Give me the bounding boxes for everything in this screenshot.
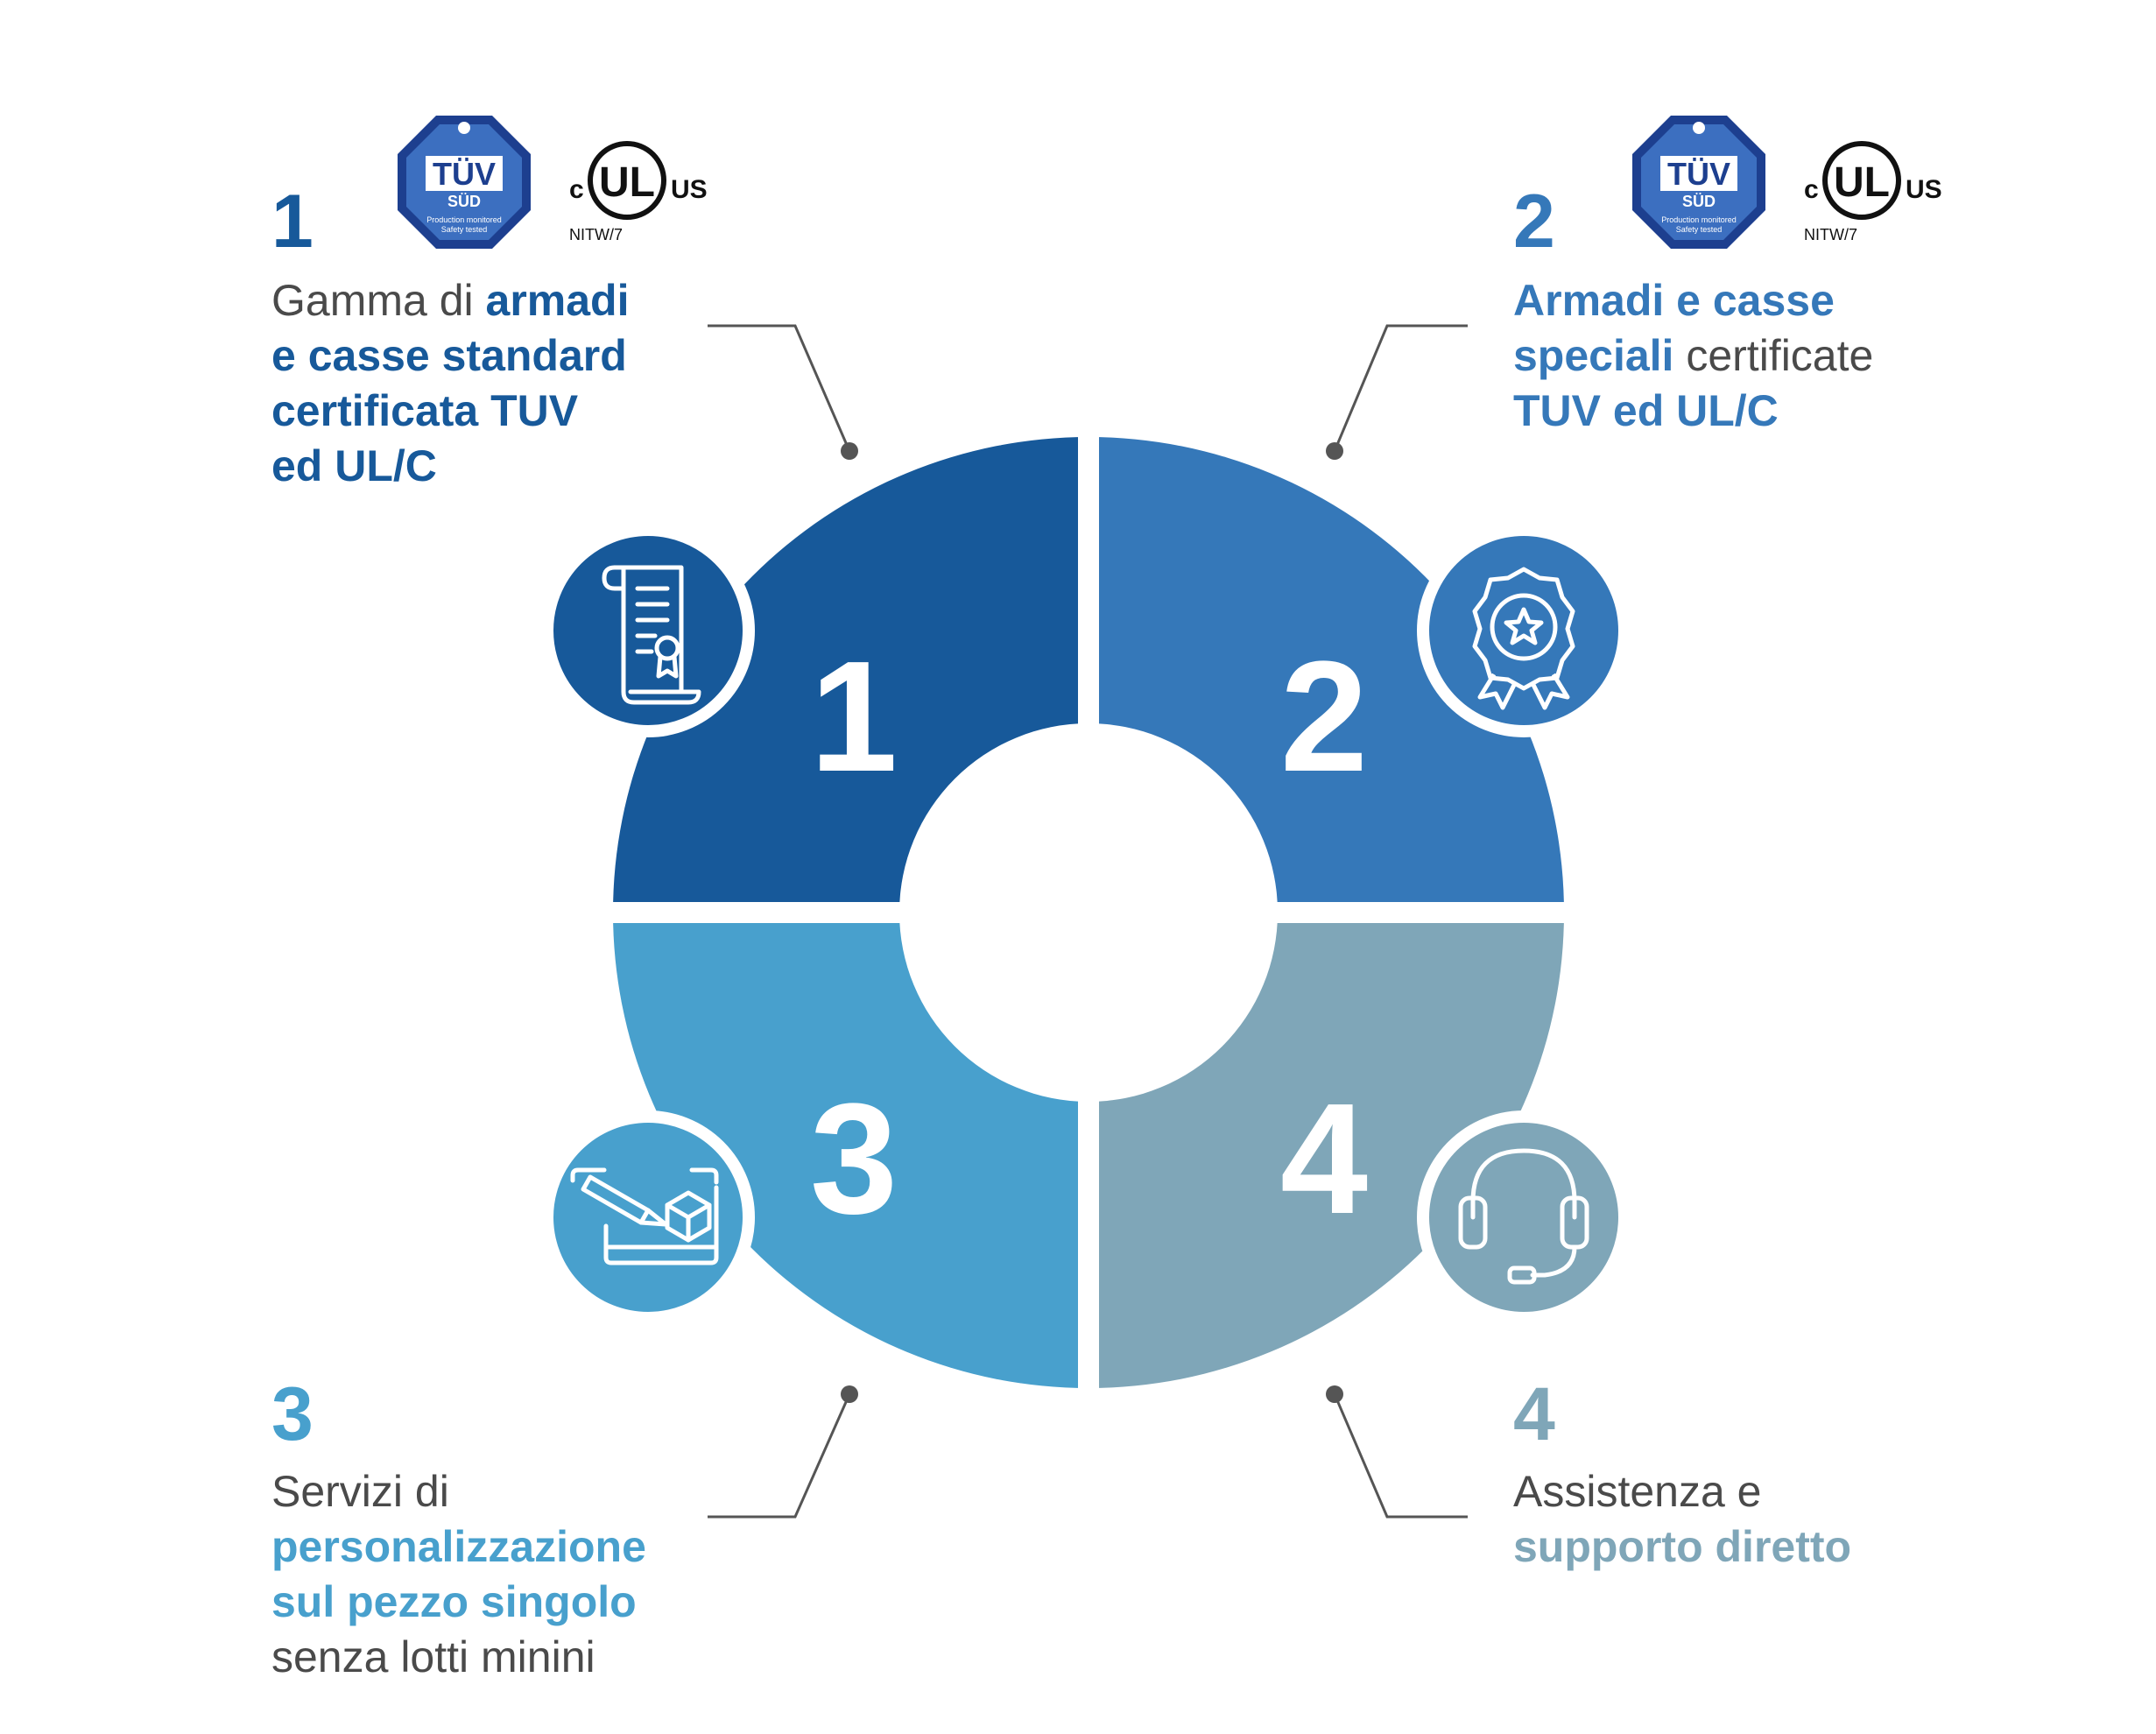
tuv-sud-logo: TÜV SÜD Production monitored Safety test… [1632,116,1765,249]
svg-text:US: US [1906,175,1942,204]
callout-line: speciali certificate [1513,328,1873,384]
svg-text:c: c [1804,175,1819,204]
callout-line: certificata TUV [271,384,629,439]
segment-3 [613,913,1089,1388]
leader-dot-4 [1326,1385,1343,1403]
svg-text:Safety tested: Safety tested [441,225,488,234]
leader-lines [708,324,1468,1519]
svg-text:UL: UL [599,159,655,206]
leader-dot-1 [841,442,858,460]
highlight-text: speciali [1513,331,1674,380]
svg-text:UL: UL [1834,159,1890,206]
segment-number-3: 3 [810,1071,898,1247]
certification-badges-2: TÜV SÜD Production monitored Safety test… [1632,116,1942,249]
callout-line: e casse standard [271,328,629,384]
headset-icon [1458,1148,1589,1285]
svg-text:US: US [671,175,708,204]
svg-text:c: c [569,175,584,204]
award-ribbon-icon [1472,567,1575,710]
highlight-text: Armadi e casse [1513,276,1835,325]
design-tablet-icon [570,1167,719,1265]
ul-logo: c UL US NITW/7 [1804,141,1942,243]
callout-line: Gamma di armadi [271,273,629,328]
segment-number-1: 1 [810,629,898,805]
svg-text:TÜV: TÜV [1667,156,1730,192]
plain-text: Servizi di [271,1467,449,1516]
callout-line: ed UL/C [271,439,629,494]
callout-text-4: Assistenza e supporto diretto [1513,1464,1851,1575]
certificate-scroll-icon [602,565,701,705]
svg-text:NITW/7: NITW/7 [1804,226,1857,243]
highlight-text: supporto diretto [1513,1522,1852,1571]
callout-text-3: Servizi di personalizzazione sul pezzo sin… [271,1464,646,1685]
svg-text:NITW/7: NITW/7 [569,226,623,243]
segment-4 [1089,913,1564,1388]
callout-number-1: 1 [271,180,314,264]
leader-dot-2 [1326,442,1343,460]
callout-line: Assistenza e [1513,1464,1851,1519]
plain-text: senza lotti minini [271,1632,595,1681]
callout-line: Armadi e casse [1513,273,1873,328]
highlight-text: personalizzazione [271,1522,646,1571]
callout-number-2: 2 [1513,180,1555,264]
highlight-text: e casse standard [271,331,627,380]
svg-text:SÜD: SÜD [1682,193,1716,210]
callout-line: senza lotti minini [271,1630,646,1685]
plain-text: certificate [1673,331,1874,380]
segment-number-4: 4 [1280,1071,1368,1247]
callout-line: supporto diretto [1513,1519,1851,1575]
highlight-text: sul pezzo singolo [271,1577,637,1626]
certification-badges-1: TÜV SÜD Production monitored Safety test… [398,116,708,249]
svg-text:SÜD: SÜD [447,193,481,210]
leader-dot-3 [841,1385,858,1403]
tuv-sud-logo: TÜV SÜD Production monitored Safety test… [398,116,531,249]
svg-text:TÜV: TÜV [433,156,496,192]
segment-2 [1089,437,1564,913]
callout-line: TUV ed UL/C [1513,384,1873,439]
segment-number-2: 2 [1280,629,1368,805]
plain-text: Gamma di [271,276,486,325]
ul-logo: c UL US NITW/7 [569,141,708,243]
callout-number-4: 4 [1513,1372,1555,1456]
plain-text: Assistenza e [1513,1467,1762,1516]
svg-text:Production monitored: Production monitored [1661,215,1737,224]
segment-1 [613,437,1089,913]
highlight-text: armadi [485,276,630,325]
highlight-text: TUV ed UL/C [1513,386,1779,435]
callout-number-3: 3 [271,1372,314,1456]
callout-line: Servizi di [271,1464,646,1519]
callout-line: personalizzazione [271,1519,646,1575]
highlight-text: certificata TUV [271,386,579,435]
callout-line: sul pezzo singolo [271,1575,646,1630]
highlight-text: ed UL/C [271,441,437,490]
svg-text:Safety tested: Safety tested [1676,225,1723,234]
svg-text:Production monitored: Production monitored [426,215,502,224]
